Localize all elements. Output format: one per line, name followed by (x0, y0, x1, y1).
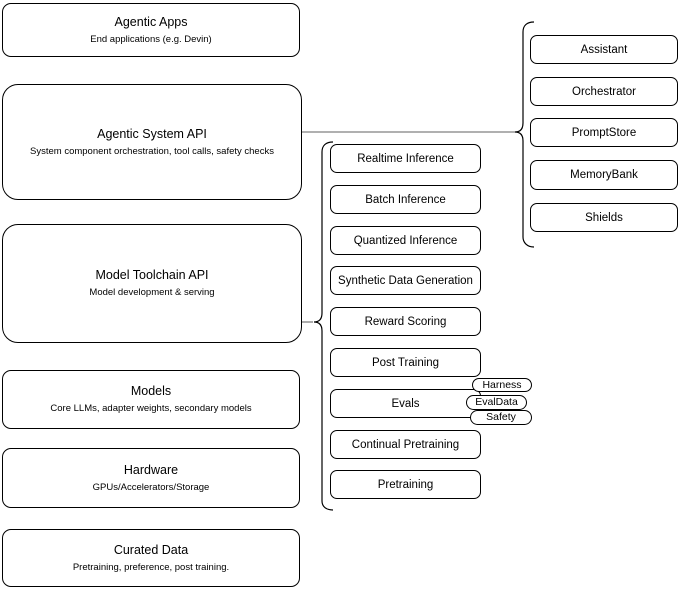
box-subtitle: End applications (e.g. Devin) (90, 33, 212, 45)
toolchain-group-brace (313, 141, 334, 511)
box-models: Models Core LLMs, adapter weights, secon… (2, 370, 300, 429)
node-synthetic-data-generation: Synthetic Data Generation (330, 266, 481, 295)
node-realtime-inference: Realtime Inference (330, 144, 481, 173)
node-batch-inference: Batch Inference (330, 185, 481, 214)
box-curated-data: Curated Data Pretraining, preference, po… (2, 529, 300, 587)
box-subtitle: Core LLMs, adapter weights, secondary mo… (50, 403, 252, 415)
box-title: Curated Data (113, 542, 189, 557)
tag-safety: Safety (470, 410, 532, 425)
box-subtitle: GPUs/Accelerators/Storage (92, 481, 210, 493)
system-group-brace (514, 21, 535, 248)
node-shields: Shields (530, 203, 678, 232)
box-subtitle: System component orchestration, tool cal… (30, 145, 274, 157)
tag-evaldata: EvalData (466, 395, 527, 410)
node-evals: Evals (330, 389, 481, 418)
node-assistant: Assistant (530, 35, 678, 64)
tag-harness: Harness (472, 378, 532, 392)
node-orchestrator: Orchestrator (530, 77, 678, 106)
box-agentic-apps: Agentic Apps End applications (e.g. Devi… (2, 3, 300, 57)
box-title: Agentic System API (97, 126, 207, 141)
node-continual-pretraining: Continual Pretraining (330, 430, 481, 459)
box-title: Agentic Apps (114, 14, 188, 29)
node-quantized-inference: Quantized Inference (330, 226, 481, 255)
box-title: Hardware (123, 462, 179, 477)
node-memorybank: MemoryBank (530, 160, 678, 190)
node-promptstore: PromptStore (530, 118, 678, 147)
box-agentic-system-api: Agentic System API System component orch… (2, 84, 302, 200)
box-title: Model Toolchain API (95, 268, 209, 283)
box-hardware: Hardware GPUs/Accelerators/Storage (2, 448, 300, 508)
node-reward-scoring: Reward Scoring (330, 307, 481, 336)
box-title: Models (130, 384, 172, 399)
box-subtitle: Model development & serving (89, 287, 215, 299)
node-post-training: Post Training (330, 348, 481, 377)
node-pretraining: Pretraining (330, 470, 481, 499)
box-model-toolchain-api: Model Toolchain API Model development & … (2, 224, 302, 343)
box-subtitle: Pretraining, preference, post training. (72, 561, 230, 573)
